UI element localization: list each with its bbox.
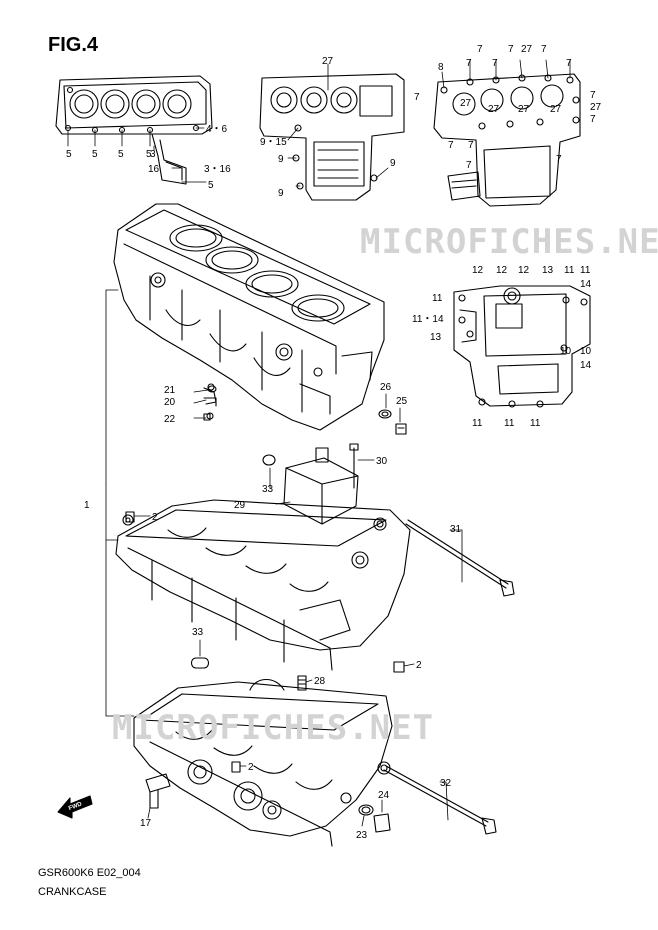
callout-26: 26	[380, 382, 392, 393]
callout-4-6: 4・6	[206, 124, 228, 135]
callout-9: 9	[278, 188, 284, 199]
callout-16: 16	[148, 164, 160, 175]
callout-21: 21	[164, 385, 176, 396]
fwd-label: FWD	[68, 801, 84, 812]
callout-7: 7	[468, 140, 474, 151]
callout-7: 7	[492, 58, 498, 69]
callout-10: 10	[580, 346, 592, 357]
figure-name: CRANKCASE	[38, 886, 107, 898]
callout-7: 7	[566, 58, 572, 69]
callout-3-16: 3・16	[204, 164, 231, 175]
breather-cover	[262, 443, 359, 525]
callout-5: 5	[118, 149, 124, 160]
callout-7: 7	[508, 44, 514, 55]
callout-7: 7	[466, 160, 472, 171]
callout-7: 7	[556, 154, 562, 165]
leader-lines	[67, 59, 571, 827]
callout-33: 33	[262, 484, 274, 495]
callout-13: 13	[542, 265, 554, 276]
callout-7: 7	[414, 92, 420, 103]
callout-7: 7	[477, 44, 483, 55]
callout-11: 11	[564, 265, 575, 276]
callout-7: 7	[590, 114, 596, 125]
callout-2: 2	[248, 762, 254, 773]
callout-5: 5	[208, 180, 214, 191]
callout-12: 12	[472, 265, 484, 276]
callout-27: 27	[521, 44, 533, 55]
lower-crankcase	[133, 678, 393, 847]
callout-27: 27	[518, 104, 530, 115]
callout-14: 14	[580, 360, 592, 371]
callout-10: 10	[560, 346, 572, 357]
callout-11: 11	[580, 265, 591, 276]
callout-11: 11	[504, 418, 515, 429]
callout-14: 14	[580, 279, 592, 290]
callout-30: 30	[376, 456, 388, 467]
callout-13: 13	[430, 332, 442, 343]
upper-crankcase	[113, 203, 385, 431]
inset-lower-case-side-view	[453, 285, 591, 408]
callout-9: 9	[390, 158, 396, 169]
callout-3: 3	[150, 149, 156, 160]
callout-29: 29	[234, 500, 246, 511]
callout-9: 9	[278, 154, 284, 165]
callout-22: 22	[164, 414, 176, 425]
callout-7: 7	[541, 44, 547, 55]
middle-crankcase	[115, 499, 411, 671]
figure-code: GSR600K6 E02_004	[38, 867, 141, 879]
callout-2: 2	[152, 512, 158, 523]
callout-27: 27	[322, 56, 334, 67]
callout-11: 11	[432, 293, 443, 304]
callout-7: 7	[448, 140, 454, 151]
part-washer-and-plug	[378, 409, 407, 435]
callout-5: 5	[92, 149, 98, 160]
callout-labels: 5 5 5 5 4・6 3 16 3・16 5 27 9・15 9 9 9 8 …	[66, 44, 602, 841]
callout-31: 31	[450, 524, 462, 535]
inset-upper-case-bottom-view	[259, 73, 405, 201]
callout-7: 7	[590, 90, 596, 101]
callout-7: 7	[466, 58, 472, 69]
callout-23: 23	[356, 830, 368, 841]
callout-5: 5	[146, 149, 152, 160]
diagram-artwork	[55, 59, 591, 847]
small-parts	[125, 385, 405, 833]
callout-27: 27	[488, 104, 500, 115]
callout-28: 28	[314, 676, 326, 687]
callout-1: 1	[84, 500, 90, 511]
callout-12: 12	[518, 265, 530, 276]
callout-11: 11	[472, 418, 483, 429]
callout-27: 27	[460, 98, 472, 109]
callout-12: 12	[496, 265, 508, 276]
callout-27: 27	[550, 104, 562, 115]
callout-17: 17	[140, 818, 152, 829]
callout-33: 33	[192, 627, 204, 638]
callout-11: 11	[530, 418, 541, 429]
callout-8: 8	[438, 62, 444, 73]
callout-11-14: 11・14	[412, 314, 444, 325]
callout-24: 24	[378, 790, 390, 801]
watermark-text: MICROFICHES.NET	[360, 222, 658, 262]
long-bolts	[383, 519, 515, 835]
fwd-arrow-icon	[57, 795, 93, 819]
callout-27: 27	[590, 102, 602, 113]
inset-lower-case-bolt-view	[433, 73, 581, 207]
inset-upper-case-top-view	[55, 75, 213, 185]
callout-25: 25	[396, 396, 408, 407]
callout-20: 20	[164, 397, 176, 408]
watermark-text: MICROFICHES.NET	[112, 708, 435, 748]
callout-32: 32	[440, 778, 452, 789]
callout-2: 2	[416, 660, 422, 671]
figure-title: FIG.4	[48, 34, 99, 56]
callout-5: 5	[66, 149, 72, 160]
callout-9-15: 9・15	[260, 137, 287, 148]
